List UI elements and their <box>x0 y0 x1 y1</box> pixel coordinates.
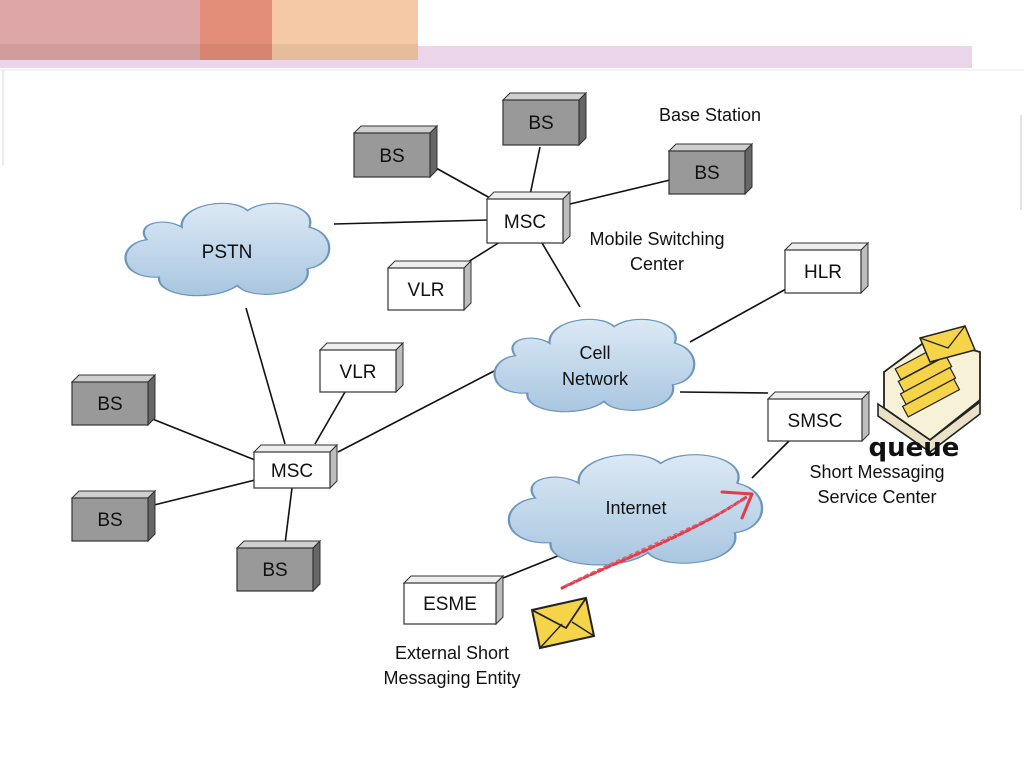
header-decoration <box>0 0 1024 210</box>
esme: ESME <box>402 574 505 626</box>
cloud-internet: Internet <box>509 455 762 565</box>
smsc-label: SMSC <box>788 411 843 432</box>
hlr: HLR <box>783 241 870 295</box>
hlr-label: HLR <box>804 262 842 283</box>
link-smsc-internet <box>751 439 791 479</box>
envelope-icon <box>530 596 596 650</box>
esme-label: ESME <box>423 594 477 615</box>
link-bs-left1-msc-bottom <box>149 417 256 461</box>
base-station-caption: Base Station <box>659 105 761 125</box>
link-hlr-cell <box>689 288 787 343</box>
bs-topright-label: BS <box>694 163 719 184</box>
msc-top-label: MSC <box>504 212 546 233</box>
msc-caption-line1: Mobile Switching <box>589 229 724 249</box>
msc-bottom: MSC <box>252 443 339 490</box>
queue-tray-icon <box>877 325 981 453</box>
link-bs-bottom-msc-bottom <box>284 487 293 545</box>
cell-network-label-line2: Network <box>562 369 629 389</box>
smsc-caption-line2: Service Center <box>817 487 936 507</box>
cloud-pstn: PSTN <box>126 203 330 295</box>
vlr-top-label: VLR <box>408 280 445 301</box>
vlr-bottom: VLR <box>318 341 405 394</box>
bs-bottom-label: BS <box>262 560 287 581</box>
cell-network-label-line1: Cell <box>579 343 610 363</box>
msc-top: MSC <box>485 190 572 245</box>
link-msc-top-bs-topleft <box>435 167 491 199</box>
smsc: SMSC <box>766 390 871 443</box>
internet-label: Internet <box>605 498 666 518</box>
bs-top-label: BS <box>528 113 553 134</box>
link-vlr-bottom-msc-bottom <box>314 391 346 445</box>
link-msc-top-bs-topright <box>569 179 671 205</box>
link-msc-top-vlr <box>467 241 501 263</box>
esme-caption-line2: Messaging Entity <box>383 668 520 688</box>
header-bar-pink <box>0 0 200 60</box>
msc-bottom-label: MSC <box>271 461 313 482</box>
header-bar-shade <box>0 44 418 60</box>
link-cell-smsc <box>679 391 769 394</box>
header-bar-orange <box>200 0 272 60</box>
queue-label: queue <box>869 433 960 463</box>
bs-left2-label: BS <box>97 510 122 531</box>
bs-topright: BS <box>667 142 754 196</box>
esme-caption-line1: External Short <box>395 643 509 663</box>
bs-topleft: BS <box>352 124 439 179</box>
bs-topleft-label: BS <box>379 146 404 167</box>
connections <box>149 146 791 579</box>
bs-top: BS <box>501 91 588 147</box>
link-cell-msc-bottom <box>337 369 497 453</box>
bs-left1-label: BS <box>97 394 122 415</box>
link-bs-left2-msc-bottom <box>149 479 256 507</box>
smsc-caption-line1: Short Messaging <box>809 462 944 482</box>
link-msc-top-cell <box>541 242 581 308</box>
msc-caption-line2: Center <box>630 254 684 274</box>
header-bar-peach <box>272 0 418 60</box>
vlr-bottom-label: VLR <box>340 362 377 383</box>
link-msc-top-pstn <box>333 219 489 225</box>
bs-left2: BS <box>70 489 157 543</box>
link-msc-top-bs-top <box>529 146 541 196</box>
vlr-top: VLR <box>386 259 473 312</box>
cloud-cell-network: Cell Network <box>495 319 695 411</box>
pstn-label: PSTN <box>202 242 253 263</box>
red-arrow-icon <box>560 490 754 590</box>
bs-bottom: BS <box>235 539 322 593</box>
bs-left1: BS <box>70 373 157 427</box>
link-pstn-msc-bottom <box>245 307 286 445</box>
